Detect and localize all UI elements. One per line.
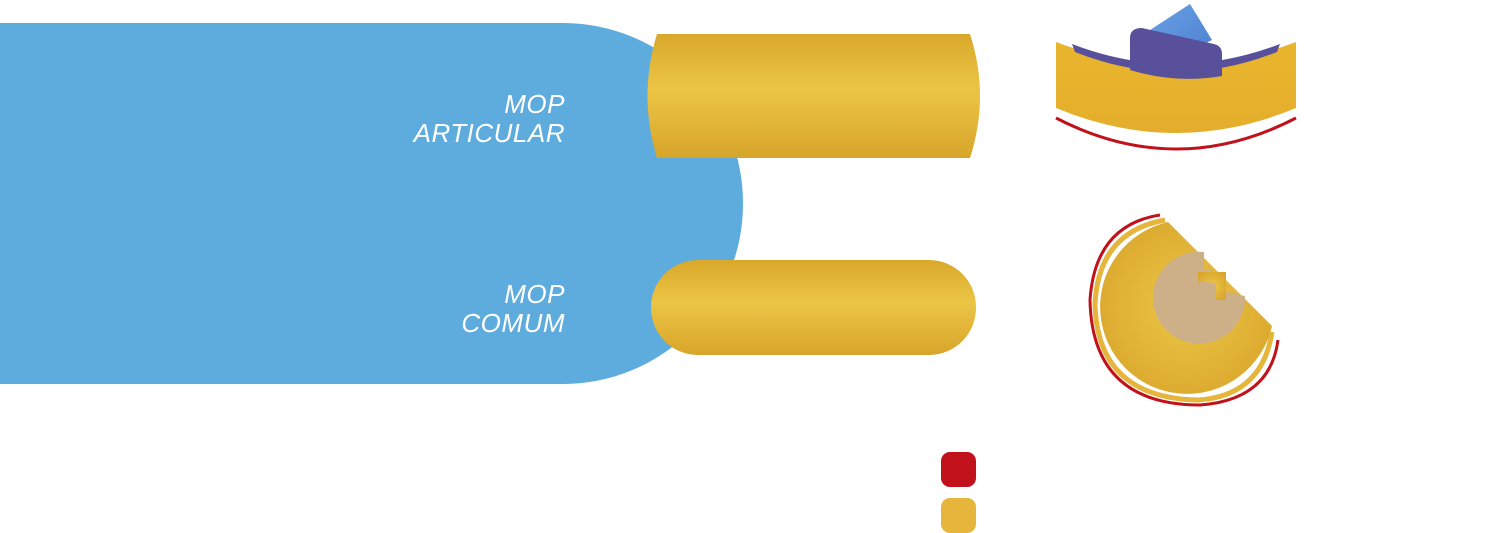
comum-mop-icon	[1088, 213, 1280, 407]
legend-swatch-red	[941, 452, 976, 487]
articular-mop-icon	[1055, 4, 1297, 151]
label-articular-line2: ARTICULAR	[413, 118, 565, 148]
label-mop-comum: MOP COMUM	[461, 280, 565, 338]
legend-swatch-yellow	[941, 498, 976, 533]
blue-panel	[0, 23, 743, 384]
label-articular-line1: MOP	[504, 89, 565, 119]
comum-sponge-shape	[651, 260, 976, 355]
label-comum-line1: MOP	[504, 279, 565, 309]
articular-sponge-shape	[647, 34, 980, 158]
label-mop-articular: MOP ARTICULAR	[414, 90, 565, 148]
label-comum-line2: COMUM	[461, 308, 565, 338]
